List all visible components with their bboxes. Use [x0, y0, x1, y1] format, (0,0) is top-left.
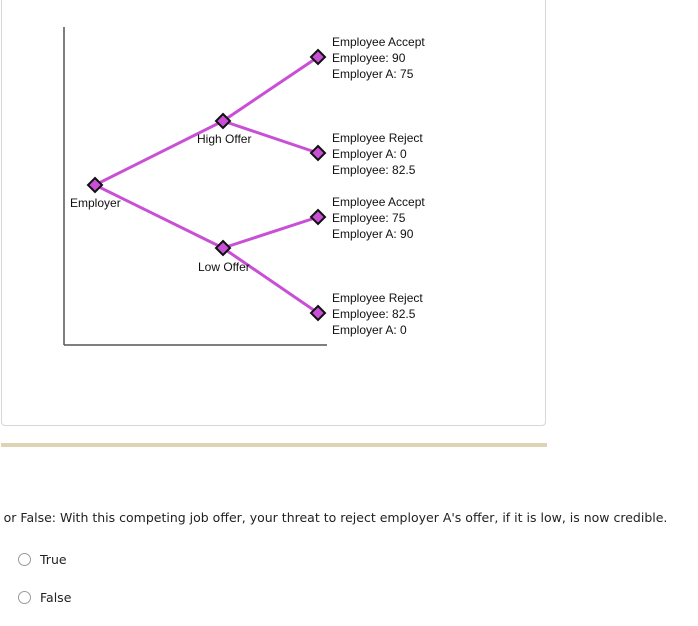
outcome-3-payoff-2: Employer A: 90 — [332, 227, 414, 241]
outcome-3-payoff-1: Employee: 75 — [332, 211, 406, 225]
edge-root-low — [93, 183, 225, 250]
node-outcome-3 — [309, 208, 327, 226]
node-low-offer — [214, 239, 232, 257]
outcome-2-title: Employee Reject — [332, 131, 423, 145]
outcome-3-title: Employee Accept — [332, 195, 425, 209]
node-root — [86, 176, 104, 194]
node-high-offer — [214, 112, 232, 130]
low-offer-label: Low Offer — [198, 260, 250, 274]
edge-root-high — [93, 119, 225, 187]
edge-high-reject — [221, 119, 320, 155]
node-outcome-2 — [309, 144, 327, 162]
outcome-1-payoff-1: Employee: 90 — [332, 51, 406, 65]
question-text: e or False: With this competing job offe… — [0, 510, 668, 525]
outcome-2-payoff-2: Employee: 82.5 — [332, 163, 416, 177]
edge-high-accept — [221, 55, 320, 123]
option-true[interactable]: True — [18, 552, 67, 567]
true-radio[interactable] — [18, 553, 31, 566]
outcome-2-payoff-1: Employer A: 0 — [332, 147, 407, 161]
figure-panel — [1, 0, 546, 426]
section-divider — [1, 443, 547, 447]
outcome-4-title: Employee Reject — [332, 291, 423, 305]
node-outcome-1 — [309, 48, 327, 66]
edge-low-accept — [221, 215, 320, 250]
false-label: False — [40, 590, 72, 605]
true-label: True — [40, 552, 67, 567]
edge-low-reject — [221, 246, 320, 315]
outcome-4-payoff-1: Employee: 82.5 — [332, 307, 416, 321]
node-outcome-4 — [309, 304, 327, 322]
game-tree-diagram: Employer High Offer Low Offer Employee A… — [63, 27, 425, 346]
outcome-1-payoff-2: Employer A: 75 — [332, 67, 414, 81]
option-false[interactable]: False — [18, 590, 71, 605]
root-label: Employer — [70, 196, 121, 210]
outcome-4-payoff-2: Employer A: 0 — [332, 323, 407, 337]
false-radio[interactable] — [18, 591, 31, 604]
high-offer-label: High Offer — [197, 132, 251, 146]
outcome-1-title: Employee Accept — [332, 35, 425, 49]
